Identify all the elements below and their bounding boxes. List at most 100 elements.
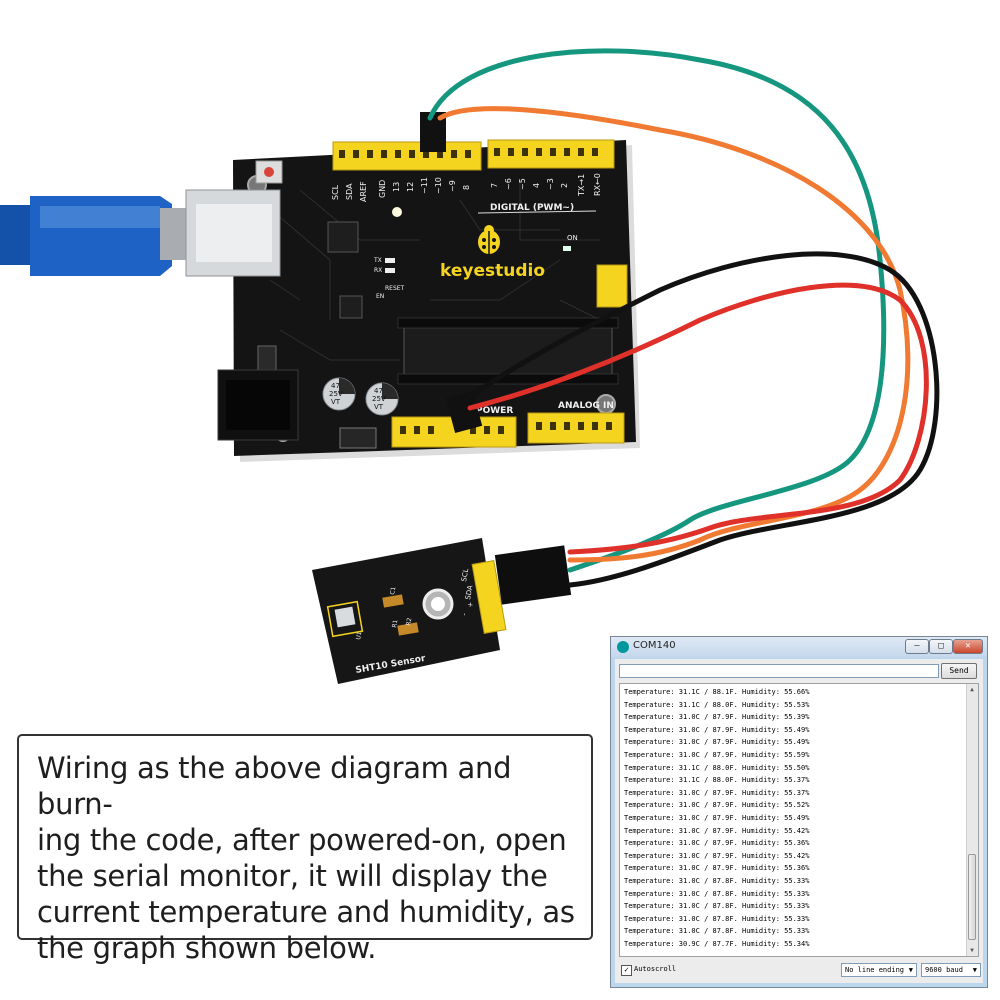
- scroll-down-icon[interactable]: ▼: [970, 947, 974, 954]
- icsp-header: [596, 264, 628, 308]
- capacitor: 47 25V VT: [322, 377, 356, 411]
- serial-output-line: Temperature: 31.0C / 87.9F. Humidity: 55…: [624, 713, 810, 722]
- sht10-sensor-module: C1 R1 R2 U1 - + SDA SCL SHT10 Sensor: [312, 538, 507, 684]
- pin-label: 13: [392, 182, 401, 192]
- analog-label: ANALOG IN: [558, 401, 614, 411]
- autoscroll-label: Autoscroll: [634, 965, 677, 973]
- regulator: [257, 345, 277, 373]
- svg-text:VT: VT: [374, 403, 384, 411]
- pin-label: SDA: [345, 183, 354, 200]
- sensor-pin-label: SCL: [460, 568, 470, 583]
- diode: [339, 427, 377, 449]
- u1-label: U1: [355, 631, 363, 640]
- pin-label: ~9: [448, 180, 457, 192]
- serial-output-line: Temperature: 31.0C / 87.9F. Humidity: 55…: [624, 826, 810, 835]
- pin-label: TX→1: [577, 174, 586, 197]
- led-l: [392, 207, 402, 217]
- window-title: COM140: [633, 640, 676, 651]
- serial-output-line: Temperature: 31.1C / 88.0F. Humidity: 55…: [624, 776, 810, 785]
- serial-output-line: Temperature: 31.0C / 87.9F. Humidity: 55…: [624, 801, 810, 810]
- keyestudio-logo: [478, 225, 500, 254]
- led-on-label: ON: [567, 234, 578, 242]
- wire-connector: [445, 390, 483, 434]
- wire-red: [467, 282, 929, 555]
- dropdown-arrow-icon: ▼: [972, 966, 977, 974]
- reset-label: RESET: [385, 285, 405, 292]
- led-on: [563, 246, 571, 251]
- power-label: POWER: [476, 406, 513, 416]
- usb-chip: [327, 221, 359, 253]
- wire-teal: [427, 48, 887, 573]
- sensor-pin-label: -: [460, 612, 468, 616]
- scroll-up-icon[interactable]: ▲: [970, 686, 974, 693]
- svg-text:47: 47: [331, 382, 340, 390]
- serial-output-line: Temperature: 31.0C / 87.9F. Humidity: 55…: [624, 725, 810, 734]
- wire-orange: [437, 106, 911, 563]
- svg-text:25V: 25V: [372, 395, 386, 403]
- line-ending-value: No line ending: [845, 966, 905, 974]
- r2-label: R2: [405, 617, 413, 626]
- pin-label: 2: [560, 183, 569, 188]
- caption-line: Wiring as the above diagram and burn-: [37, 751, 512, 821]
- svg-text:VT: VT: [331, 398, 341, 406]
- serial-output-line: Temperature: 31.1C / 88.0F. Humidity: 55…: [624, 700, 810, 709]
- serial-output-line: Temperature: 31.0C / 87.8F. Humidity: 55…: [624, 927, 810, 936]
- dropdown-arrow-icon: ▼: [908, 966, 913, 974]
- serial-output-line: Temperature: 31.1C / 88.1F. Humidity: 55…: [624, 688, 810, 696]
- serial-output-line: Temperature: 31.0C / 87.9F. Humidity: 55…: [624, 864, 810, 873]
- arduino-board: SCL SDA AREF GND 13 12 ~11 ~10 ~9 8 7 ~6…: [217, 139, 636, 456]
- wire-connector: [494, 545, 572, 605]
- pin-label: ~11: [420, 177, 429, 194]
- serial-output-line: Temperature: 31.0C / 87.9F. Humidity: 55…: [624, 788, 810, 797]
- maximize-icon[interactable]: □: [929, 639, 953, 654]
- pin-label: RX←0: [593, 173, 602, 196]
- pin-label: 12: [406, 182, 415, 192]
- pin-label: AREF: [359, 181, 368, 202]
- jumper-wires: [427, 48, 940, 588]
- capacitor: 47 25V VT: [365, 382, 399, 416]
- checkbox-icon[interactable]: ✓: [621, 965, 632, 976]
- digital-header-label: DIGITAL (PWM~): [490, 203, 574, 213]
- command-input[interactable]: [619, 664, 939, 678]
- led-rx-label: RX: [374, 267, 382, 274]
- pin-label: GND: [378, 180, 387, 198]
- pin-label: ~3: [546, 178, 555, 190]
- pin-label: ~6: [504, 178, 513, 190]
- serial-output-area[interactable]: ▲ ▼ Temperature: 31.1C / 88.1F. Humidity…: [619, 683, 979, 957]
- serial-monitor-body: Send ▲ ▼ Temperature: 31.1C / 88.1F. Hum…: [615, 659, 983, 983]
- serial-output-line: Temperature: 31.0C / 87.9F. Humidity: 55…: [624, 839, 810, 848]
- line-ending-select[interactable]: No line ending ▼: [841, 963, 917, 977]
- serial-output-line: Temperature: 31.0C / 87.8F. Humidity: 55…: [624, 902, 810, 911]
- scrollbar-thumb[interactable]: [968, 854, 976, 940]
- serial-monitor-window: COM140 — □ ✕ Send ▲ ▼ Temperature: 31.1C…: [610, 636, 988, 988]
- vertical-scrollbar[interactable]: ▲ ▼: [966, 684, 978, 956]
- svg-text:25V: 25V: [329, 390, 343, 398]
- wire-black: [457, 251, 940, 588]
- sht10-chip: [334, 606, 356, 628]
- pin-label: 4: [532, 183, 541, 188]
- sensor-header: [471, 560, 507, 634]
- atmega-chip: [403, 325, 613, 377]
- caption-line: ing the code, after powered-on, open: [37, 823, 567, 857]
- caption-line: current temperature and humidity, as: [37, 895, 575, 929]
- baud-rate-select[interactable]: 9600 baud ▼: [921, 963, 981, 977]
- caption-box: Wiring as the above diagram and burn- in…: [17, 734, 593, 965]
- pin-label: 8: [462, 185, 471, 190]
- baud-rate-value: 9600 baud: [925, 966, 963, 974]
- r1-label: R1: [391, 619, 399, 628]
- serial-output-line: Temperature: 31.0C / 87.8F. Humidity: 55…: [624, 889, 810, 898]
- serial-output-line: Temperature: 31.0C / 87.8F. Humidity: 55…: [624, 914, 810, 923]
- serial-output-line: Temperature: 31.0C / 87.9F. Humidity: 55…: [624, 851, 810, 860]
- pin-label: 7: [490, 183, 499, 188]
- send-button[interactable]: Send: [941, 663, 977, 679]
- pin-label: ~10: [434, 177, 443, 194]
- title-bar[interactable]: COM140 — □ ✕: [611, 637, 987, 657]
- minimize-icon[interactable]: —: [905, 639, 929, 654]
- en-label: EN: [376, 293, 384, 300]
- serial-output-line: Temperature: 31.0C / 87.8F. Humidity: 55…: [624, 877, 810, 885]
- serial-bottom-bar: ✓ Autoscroll No line ending ▼ 9600 baud …: [615, 959, 983, 983]
- serial-output-line: Temperature: 31.0C / 87.9F. Humidity: 55…: [624, 738, 810, 747]
- close-icon[interactable]: ✕: [953, 639, 983, 654]
- led-tx-label: TX: [373, 257, 382, 264]
